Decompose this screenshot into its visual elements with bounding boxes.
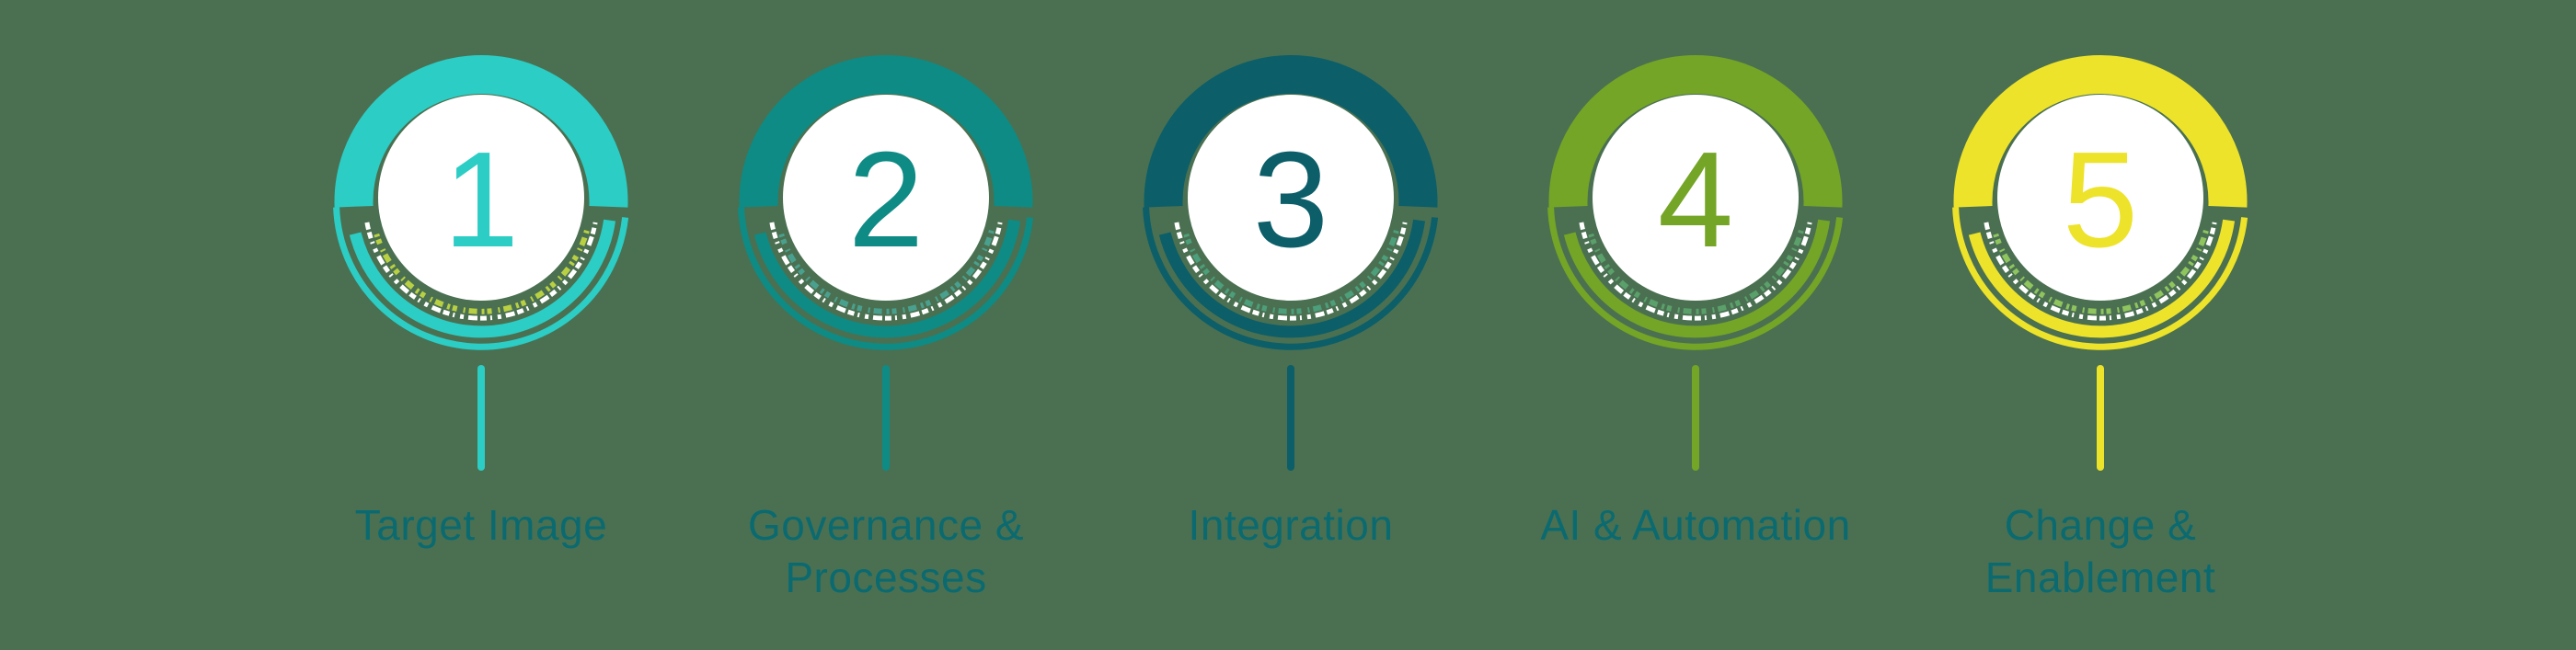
step-top-ring-arc [1144, 55, 1438, 208]
step: 1 Target Image [279, 0, 684, 604]
process-diagram: 1 Target Image 2 Govern [279, 0, 2303, 604]
step-inner-circle [1593, 95, 1799, 301]
step-connector-line [1692, 365, 1699, 471]
step-number: 3 [1253, 124, 1328, 276]
step-ring-graphic: 4 [1545, 51, 1846, 353]
step-label: Target Image [354, 501, 608, 549]
step-label: AI & Automation [1540, 501, 1851, 549]
speckle-arc [1984, 222, 2217, 321]
speckle-arc [1174, 222, 1408, 321]
step-connector-line [477, 365, 485, 471]
step-inner-circle [1997, 95, 2203, 301]
step-top-ring-arc [1953, 55, 2248, 208]
step-number: 1 [443, 124, 519, 276]
step-number: 2 [848, 124, 924, 276]
step: 5 Change & Enablement [1898, 0, 2303, 604]
step-ring-graphic: 1 [330, 51, 632, 353]
step-bottom-outer-arc [1143, 207, 1439, 350]
step-number: 4 [1658, 124, 1733, 276]
step-top-ring-arc [739, 55, 1033, 208]
step-inner-circle [1188, 95, 1394, 301]
step-bottom-inner-arc [1968, 219, 2236, 338]
step: 2 Governance & Processes [684, 0, 1088, 604]
step-ring-graphic: 3 [1140, 51, 1442, 353]
step-bottom-inner-arc [1158, 219, 1426, 338]
speckle-arc [364, 222, 598, 321]
step: 3 Integration [1088, 0, 1493, 604]
step-label: Change & Enablement [1984, 501, 2216, 601]
step-connector-line [1287, 365, 1294, 471]
step-bottom-inner-arc [1563, 219, 1831, 338]
speckle-arc [1579, 222, 1812, 321]
step-inner-circle [783, 95, 989, 301]
step-bottom-outer-arc [738, 207, 1034, 350]
speckle-arc [769, 222, 1003, 321]
step-connector-line [2097, 365, 2104, 471]
step-bottom-outer-arc [1547, 207, 1844, 350]
step-bottom-inner-arc [753, 219, 1021, 338]
step-label: Integration [1188, 501, 1394, 549]
step-top-ring-arc [1548, 55, 1843, 208]
step-inner-circle [378, 95, 584, 301]
step-bottom-outer-arc [333, 207, 629, 350]
step-top-ring-arc [334, 55, 628, 208]
step-connector-line [882, 365, 890, 471]
step: 4 AI & Automation [1493, 0, 1898, 604]
step-number: 5 [2063, 124, 2138, 276]
step-ring-graphic: 5 [1949, 51, 2251, 353]
step-ring-graphic: 2 [735, 51, 1037, 353]
step-bottom-outer-arc [1952, 207, 2248, 350]
step-label: Governance & Processes [747, 501, 1025, 601]
step-bottom-inner-arc [349, 219, 616, 338]
